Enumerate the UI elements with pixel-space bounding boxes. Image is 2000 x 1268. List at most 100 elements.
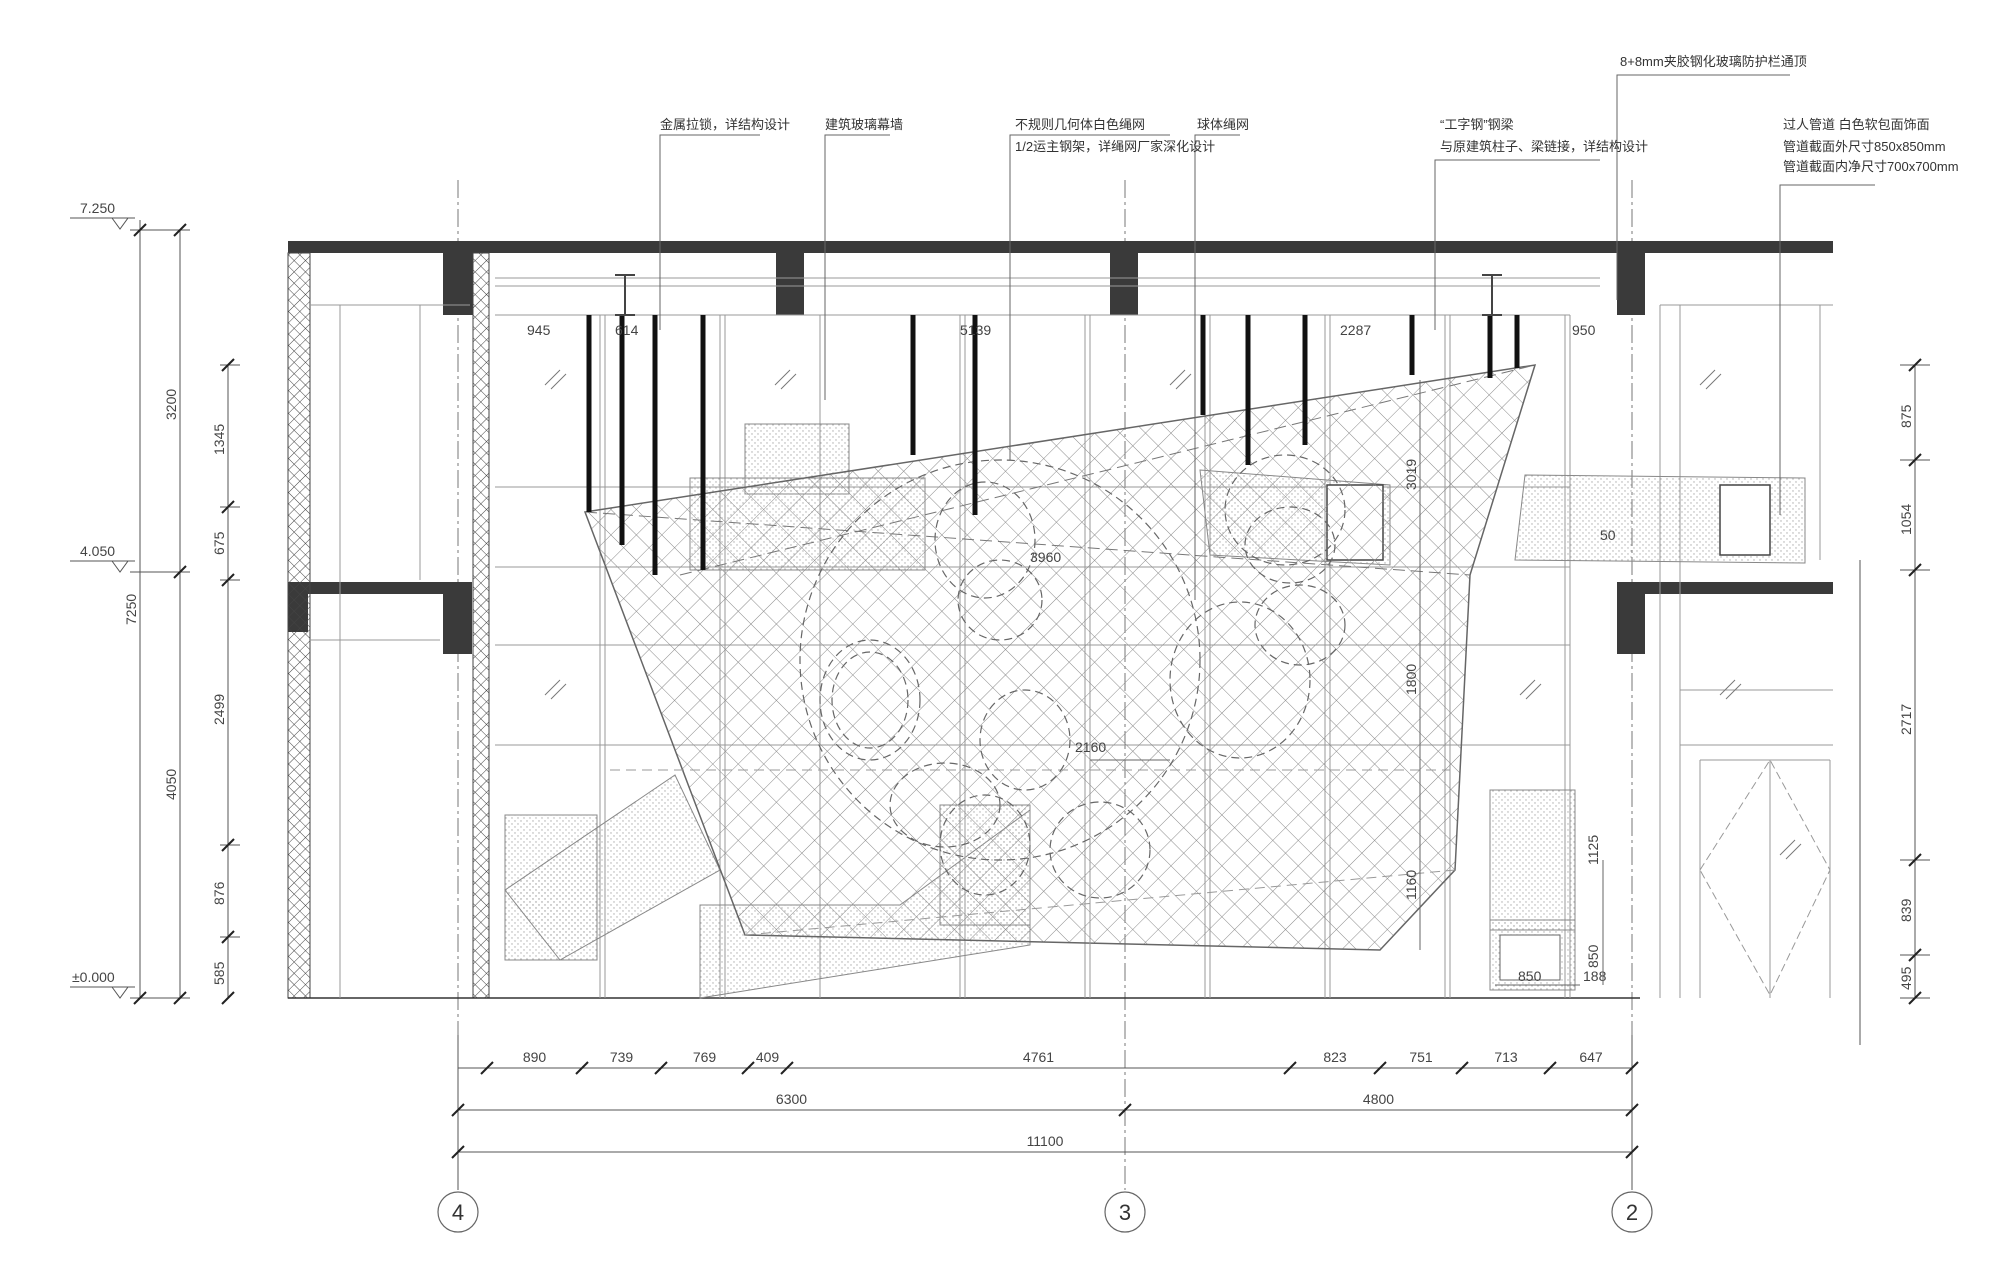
axis-bubbles: [437, 1191, 1653, 1233]
floor-slab-left: [288, 582, 472, 594]
top-dimension-labels: 945 614 5139 2287 950: [527, 322, 1596, 338]
dimension-tick: [1543, 1061, 1557, 1075]
axis-label-3: 3: [1119, 1200, 1131, 1225]
note-white-mesh-2: 1/2运主钢架，详绳网厂家深化设计: [1015, 139, 1215, 154]
column-hatch: [472, 252, 490, 999]
dimension-tick: [451, 1103, 465, 1117]
bottom-dimension-ticks: [451, 1061, 1639, 1159]
dim-bottom-4761: 4761: [1023, 1049, 1054, 1065]
dim-1125: 1125: [1585, 835, 1601, 865]
dim-875: 875: [1898, 404, 1914, 428]
note-glass-curtain: 建筑玻璃幕墙: [825, 117, 903, 132]
dimension-tick: [780, 1061, 794, 1075]
dim-188: 188: [1583, 968, 1607, 984]
beam-3: [1110, 253, 1138, 315]
note-glass-rail: 8+8mm夹胶钢化玻璃防护栏通顶: [1620, 54, 1807, 69]
level-top: 7.250: [80, 200, 115, 216]
dim-4050: 4050: [163, 769, 179, 800]
dim-614: 614: [615, 322, 639, 338]
right-dimension-lines: [1859, 364, 1930, 1045]
floor-beam-left: [443, 594, 472, 654]
dim-bottom-890: 890: [523, 1049, 547, 1065]
dim-2287: 2287: [1340, 322, 1371, 338]
note-i-beam-1: “工字钢”钢梁: [1440, 117, 1514, 132]
dim-7250: 7250: [123, 594, 139, 625]
dim-850-v: 850: [1585, 944, 1601, 968]
roof-slab: [288, 241, 1833, 253]
dimension-tick: [480, 1061, 494, 1075]
right-dimension-labels: 875 1054 2717 839 495: [1898, 404, 1914, 990]
left-dimension-labels: 3200 7250 4050 1345 675 2499 876 585: [123, 389, 227, 985]
beam-1: [443, 253, 473, 315]
dim-585: 585: [211, 961, 227, 985]
dim-50: 50: [1600, 527, 1616, 543]
dimension-tick: [1625, 1061, 1639, 1075]
left-dimension-ticks: [133, 223, 235, 1005]
i-beam-markers: [615, 274, 1502, 316]
interior-dimension-labels: 3960 3019 1800 2160 1160 1125 850 850 18…: [1030, 459, 1616, 984]
axis-bubble-3: [1104, 1191, 1146, 1233]
axis-label-4: 4: [452, 1200, 464, 1225]
bottom-dimension-lines: [457, 1035, 1633, 1190]
dim-2717: 2717: [1898, 704, 1914, 735]
beam-2: [776, 253, 804, 315]
note-i-beam-2: 与原建筑柱子、梁链接，详结构设计: [1440, 139, 1648, 154]
dimension-tick: [1118, 1103, 1132, 1117]
hanging-cables: [586, 315, 1520, 575]
left-wall-hatch: [287, 252, 311, 999]
level-middle: 4.050: [80, 543, 115, 559]
left-dimension-lines: [130, 220, 240, 999]
dim-839: 839: [1898, 898, 1914, 922]
dim-5139: 5139: [960, 322, 991, 338]
dim-1800: 1800: [1403, 664, 1419, 695]
dim-3200: 3200: [163, 389, 179, 420]
dimension-tick: [1283, 1061, 1297, 1075]
dim-945: 945: [527, 322, 551, 338]
floor-slab-right: [1617, 582, 1833, 594]
level-ground: ±0.000: [72, 969, 115, 985]
note-duct-2: 管道截面外尺寸850x850mm: [1783, 139, 1946, 154]
glass-marks: [544, 369, 1802, 860]
floor-beam-right: [1617, 594, 1645, 654]
dimension-tick: [1455, 1061, 1469, 1075]
dimension-tick: [1625, 1145, 1639, 1159]
interior-dimension-lines: [1090, 380, 1604, 986]
dimension-tick: [575, 1061, 589, 1075]
dim-bottom-4800: 4800: [1363, 1091, 1394, 1107]
dim-2160: 2160: [1075, 739, 1106, 755]
dim-1160: 1160: [1403, 870, 1419, 900]
dim-bottom-739: 739: [610, 1049, 634, 1065]
level-markers: [70, 217, 135, 999]
dim-3019: 3019: [1403, 459, 1419, 490]
dim-bottom-6300: 6300: [776, 1091, 807, 1107]
dim-3960: 3960: [1030, 549, 1061, 565]
dim-950: 950: [1572, 322, 1596, 338]
dimension-tick: [741, 1061, 755, 1075]
dim-2499: 2499: [211, 694, 227, 725]
note-metal-tie: 金属拉锁，详结构设计: [660, 117, 790, 132]
annotations: 金属拉锁，详结构设计 建筑玻璃幕墙 不规则几何体白色绳网 1/2运主钢架，详绳网…: [660, 54, 1959, 174]
dim-876: 876: [211, 881, 227, 905]
right-dimension-ticks: [1908, 358, 1922, 1005]
dim-bottom-total: 11100: [1027, 1133, 1064, 1149]
dim-1054: 1054: [1898, 504, 1914, 535]
geometric-rope-mesh: [583, 364, 1537, 998]
beam-4: [1617, 253, 1645, 315]
sphere-outlines: [799, 454, 1346, 899]
building-structure: [287, 241, 1833, 999]
dimension-tick: [451, 1145, 465, 1159]
note-duct-1: 过人管道 白色软包面饰面: [1783, 117, 1930, 132]
dim-495: 495: [1898, 966, 1914, 990]
dimension-tick: [654, 1061, 668, 1075]
note-duct-3: 管道截面内净尺寸700x700mm: [1783, 159, 1959, 174]
leader-lines: [659, 74, 1875, 600]
dim-675: 675: [211, 531, 227, 555]
dimension-tick: [1625, 1103, 1639, 1117]
dim-850-h: 850: [1518, 968, 1542, 984]
dimension-tick: [1373, 1061, 1387, 1075]
dim-bottom-823: 823: [1323, 1049, 1347, 1065]
axis-bubble-2: [1611, 1191, 1653, 1233]
note-sphere-mesh: 球体绳网: [1197, 117, 1249, 132]
